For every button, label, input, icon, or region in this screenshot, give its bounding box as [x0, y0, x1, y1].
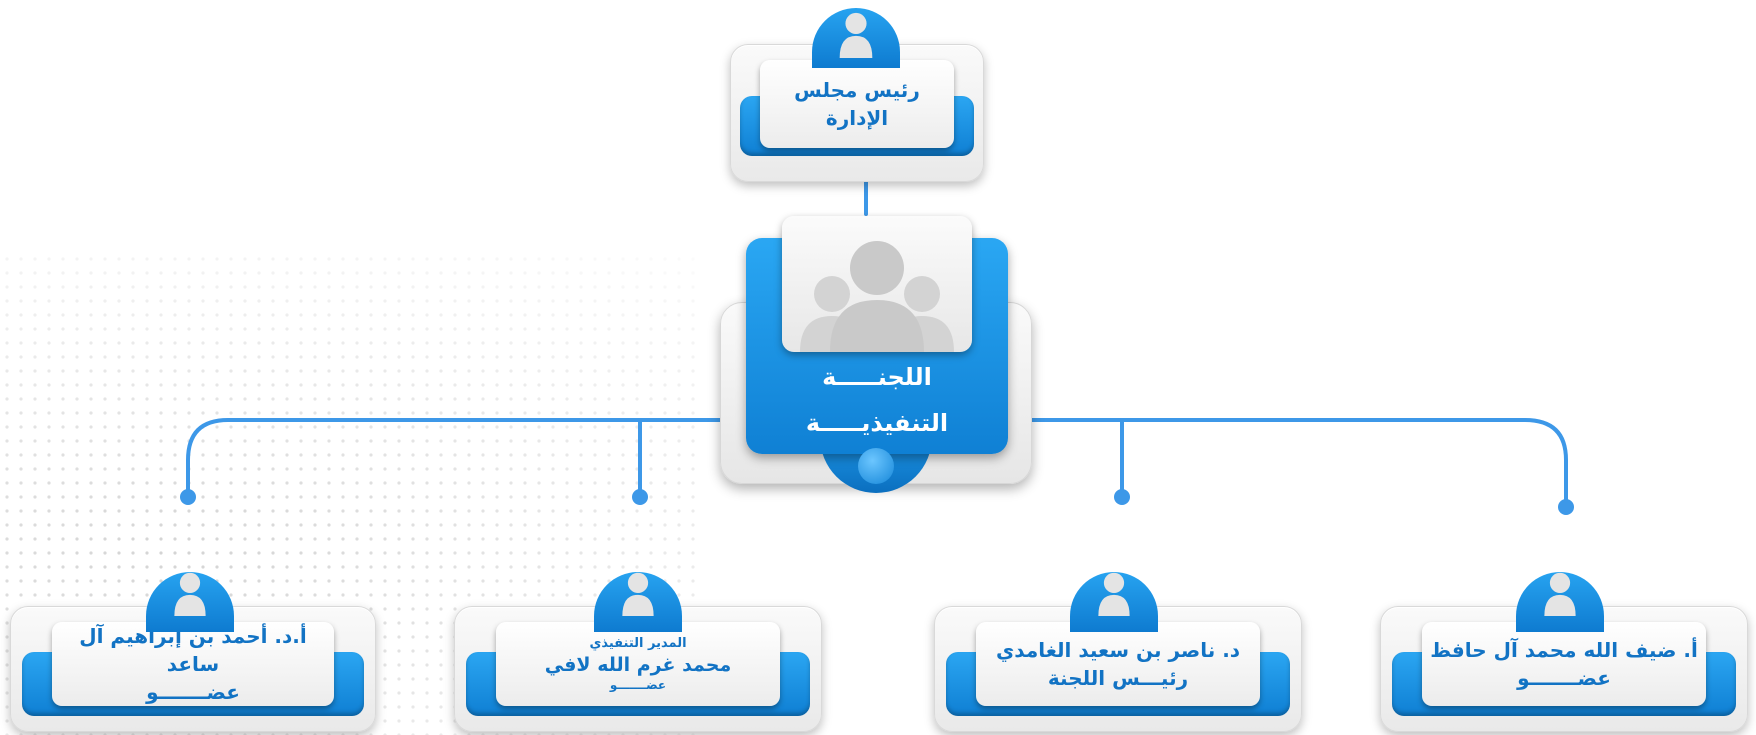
member-role: عضـــــــو: [1517, 666, 1611, 690]
member-name: محمد غرم الله لافي: [544, 654, 732, 676]
member-role: عضـــــــو: [146, 680, 240, 704]
member-card-2: المدير التنفيذي محمد غرم الله لافي عضـــ…: [454, 566, 822, 732]
person-icon: [1098, 572, 1130, 616]
member-card-1: أ.د. أحمد بن إبراهيم آل ساعد عضـــــــو: [10, 566, 376, 732]
member-name: أ. ضيف الله محمد آل حافظ: [1430, 638, 1698, 662]
chairman-title: رئيس مجلس الإدارة: [794, 78, 920, 130]
executive-committee-node: اللجنـــــة التنفيذيـــــة: [720, 212, 1032, 496]
chairman-card: رئيس مجلس الإدارة: [730, 8, 984, 182]
member-card-4: أ. ضيف الله محمد آل حافظ عضـــــــو: [1380, 566, 1748, 732]
person-icon: [1544, 572, 1576, 616]
person-icon: [839, 12, 873, 58]
member-label-box: المدير التنفيذي محمد غرم الله لافي عضـــ…: [496, 622, 780, 706]
committee-title-line1: اللجنـــــة: [822, 363, 932, 391]
member-label-box: أ. ضيف الله محمد آل حافظ عضـــــــو: [1422, 622, 1706, 706]
committee-title-line2: التنفيذيـــــة: [805, 409, 949, 437]
committee-title: اللجنـــــة التنفيذيـــــة: [746, 354, 1008, 446]
member-name: د. ناصر بن سعيد الغامدي: [995, 638, 1241, 662]
member-label-box: د. ناصر بن سعيد الغامدي رئيـــس اللجنة: [976, 622, 1260, 706]
committee-knob: [858, 448, 894, 484]
member-label-box: أ.د. أحمد بن إبراهيم آل ساعد عضـــــــو: [52, 622, 334, 706]
group-icon: [800, 241, 954, 352]
member-subtitle: المدير التنفيذي: [589, 636, 687, 651]
person-icon: [622, 572, 654, 616]
person-icon: [174, 572, 206, 616]
member-role: عضـــــــو: [609, 678, 667, 692]
committee-photo: [782, 216, 972, 352]
member-card-3: د. ناصر بن سعيد الغامدي رئيـــس اللجنة: [934, 566, 1302, 732]
chairman-label-box: رئيس مجلس الإدارة: [760, 60, 954, 148]
member-role: رئيـــس اللجنة: [1047, 666, 1189, 690]
